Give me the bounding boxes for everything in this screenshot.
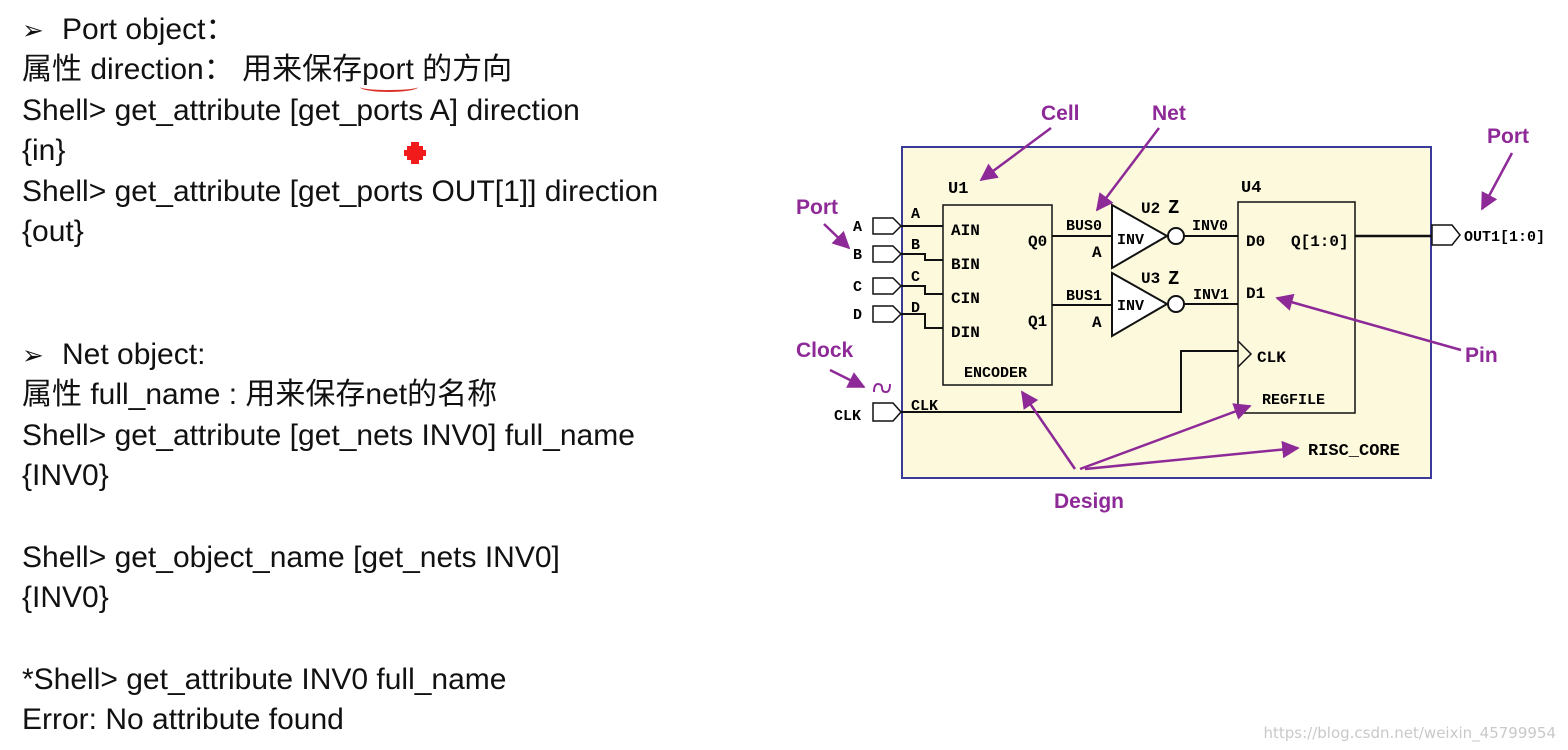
callout-clock: Clock [796, 339, 866, 389]
port-prop-prefix: 属性 direction： 用来保存 [22, 53, 363, 86]
u4-pin-q: Q[1:0] [1291, 233, 1349, 251]
inverter-u3: INV U3 Z A BUS1 INV1 [1052, 268, 1238, 338]
input-port-d: D D [853, 300, 943, 329]
net-object-heading: ➢ Net object: [22, 337, 205, 373]
u4-title: REGFILE [1262, 392, 1325, 409]
svg-text:Z: Z [1168, 197, 1179, 219]
port-heading-text: Port object： [62, 13, 236, 46]
svg-text:OUT1[1:0]: OUT1[1:0] [1464, 229, 1545, 246]
svg-text:D: D [911, 300, 920, 317]
command-line-4: Shell> get_object_name [get_nets INV0] [22, 541, 560, 574]
command-line-2: Shell> get_attribute [get_ports OUT[1]] … [22, 175, 659, 208]
svg-text:B: B [911, 237, 920, 254]
svg-text:Cell: Cell [1041, 102, 1080, 125]
port-prop-keyword: port [362, 53, 414, 86]
error-line: Error: No attribute found [22, 703, 344, 736]
bullet-arrow-icon: ➢ [22, 15, 44, 45]
callout-design: Design [1020, 390, 1300, 513]
svg-text:D: D [853, 307, 862, 324]
u4-pin-d1: D1 [1246, 285, 1265, 303]
command-line-1: Shell> get_attribute [get_ports A] direc… [22, 94, 580, 127]
callout-cell: Cell [979, 102, 1080, 182]
u4-pin-clk: CLK [1257, 349, 1286, 367]
svg-text:Z: Z [1168, 268, 1179, 290]
input-port-c: C C [853, 269, 943, 296]
encoder-block [942, 204, 1053, 386]
net-bus1: BUS1 [1066, 288, 1102, 305]
inverter-u2: INV U2 Z A BUS0 INV0 [1052, 197, 1238, 270]
net-heading-text: Net object: [62, 338, 206, 371]
design-name-label: RISC_CORE [1308, 442, 1400, 461]
svg-text:U3: U3 [1141, 270, 1160, 288]
callout-pin: Pin [1275, 293, 1498, 367]
output-port-out1: OUT1[1:0] [1355, 224, 1545, 246]
bullet-arrow-icon: ➢ [22, 340, 44, 370]
clk-net-label: CLK [911, 398, 938, 415]
svg-text:Port: Port [1487, 125, 1529, 148]
svg-text:Port: Port [796, 196, 838, 219]
port-property-line: 属性 direction： 用来保存port 的方向 [22, 52, 512, 88]
result-line-3: {INV0} [22, 459, 109, 492]
u1-pin-ain: AIN [951, 222, 980, 240]
svg-text:C: C [911, 269, 920, 286]
u1-pin-bin: BIN [951, 256, 980, 274]
callout-net: Net [1095, 102, 1186, 212]
input-port-a: A A [853, 206, 943, 236]
svg-text:B: B [853, 247, 862, 264]
svg-text:A: A [1092, 244, 1102, 262]
svg-text:A: A [911, 206, 920, 223]
svg-text:CLK: CLK [834, 408, 861, 425]
u1-pin-din: DIN [951, 324, 980, 342]
u4-label: U4 [1241, 179, 1261, 198]
net-inv0: INV0 [1192, 218, 1228, 235]
svg-text:A: A [1092, 314, 1102, 332]
result-line-2: {out} [22, 215, 84, 248]
u1-pin-q1: Q1 [1028, 313, 1047, 331]
input-port-b: B B [853, 237, 943, 264]
clk-port: CLK CLK [834, 350, 1240, 425]
svg-text:C: C [853, 279, 862, 296]
net-bus0: BUS0 [1066, 218, 1102, 235]
svg-text:A: A [853, 219, 862, 236]
laser-pointer-icon [404, 142, 426, 164]
watermark: https://blog.csdn.net/weixin_45799954 [1263, 724, 1556, 742]
command-line-3: Shell> get_attribute [get_nets INV0] ful… [22, 419, 635, 452]
command-line-5: *Shell> get_attribute INV0 full_name [22, 663, 507, 696]
callout-port-left: Port [796, 196, 851, 250]
port-prop-suffix: 的方向 [413, 53, 513, 86]
svg-text:INV: INV [1117, 232, 1144, 249]
u1-title: ENCODER [964, 365, 1027, 382]
svg-text:Clock: Clock [796, 339, 854, 362]
net-inv1: INV1 [1193, 287, 1229, 304]
svg-text:U2: U2 [1141, 200, 1160, 218]
svg-text:Pin: Pin [1465, 344, 1498, 367]
u1-pin-q0: Q0 [1028, 233, 1047, 251]
u4-pin-d0: D0 [1246, 233, 1265, 251]
u1-label: U1 [948, 180, 968, 199]
regfile-block [1237, 201, 1356, 414]
net-property-line: 属性 full_name : 用来保存net的名称 [22, 378, 498, 411]
result-line-4: {INV0} [22, 581, 109, 614]
u1-pin-cin: CIN [951, 290, 980, 308]
callout-port-right: Port [1480, 125, 1529, 211]
u4-clock-triangle [1237, 340, 1253, 368]
result-line-1: {in} [22, 134, 66, 167]
svg-text:Net: Net [1152, 102, 1186, 125]
svg-text:INV: INV [1117, 298, 1144, 315]
svg-text:Design: Design [1054, 490, 1124, 513]
clock-wave-icon [873, 382, 891, 394]
port-object-heading: ➢ Port object： [22, 12, 235, 48]
